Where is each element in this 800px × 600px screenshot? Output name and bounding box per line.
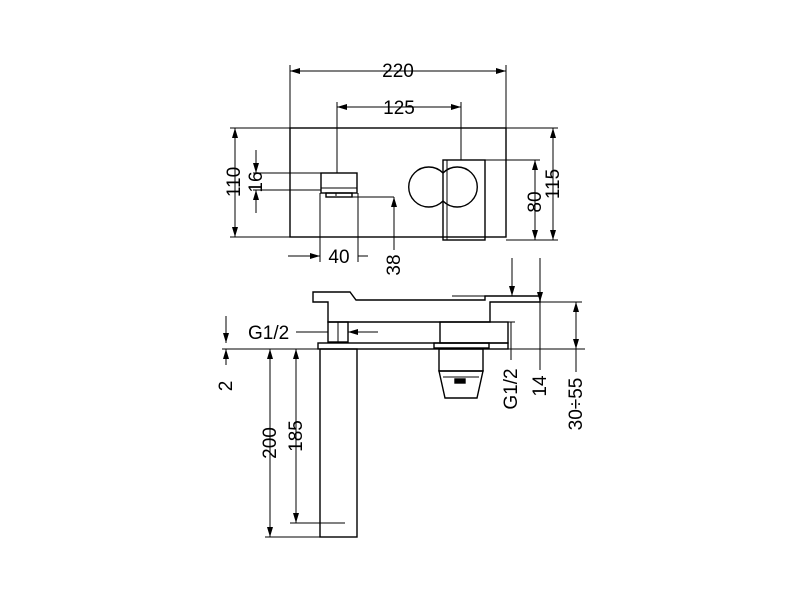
wall-plate bbox=[289, 127, 507, 238]
dim-cartridge: 14 bbox=[530, 375, 551, 397]
front-view: 220 125 110 16 40 38 80 115 bbox=[224, 61, 564, 276]
handle bbox=[408, 159, 486, 241]
dim-height-right: 115 bbox=[543, 169, 564, 199]
dim-height-left: 110 bbox=[224, 167, 245, 197]
dim-plate-thickness: 2 bbox=[216, 381, 237, 392]
dim-handle-height: 80 bbox=[525, 191, 546, 212]
dim-top-width: 220 bbox=[382, 61, 414, 82]
thread-label-left: G1/2 bbox=[248, 323, 289, 344]
side-spout bbox=[312, 291, 541, 323]
dim-wall-range: 30÷55 bbox=[566, 378, 587, 431]
side-wall-plate bbox=[317, 342, 509, 350]
dim-spout-drop: 38 bbox=[384, 254, 405, 275]
wall-body bbox=[319, 348, 358, 538]
dim-body-inner: 185 bbox=[286, 420, 307, 452]
thread-label-right: G1/2 bbox=[501, 368, 522, 409]
dim-spout-to-handle: 125 bbox=[383, 98, 415, 119]
side-view: G1/2 2 200 185 G1/2 14 30÷55 bbox=[216, 258, 587, 538]
dim-body-total: 200 bbox=[260, 427, 281, 459]
spout bbox=[320, 172, 358, 198]
dim-spout-depth: 40 bbox=[328, 247, 349, 268]
dim-spout-outlet: 16 bbox=[246, 171, 267, 192]
